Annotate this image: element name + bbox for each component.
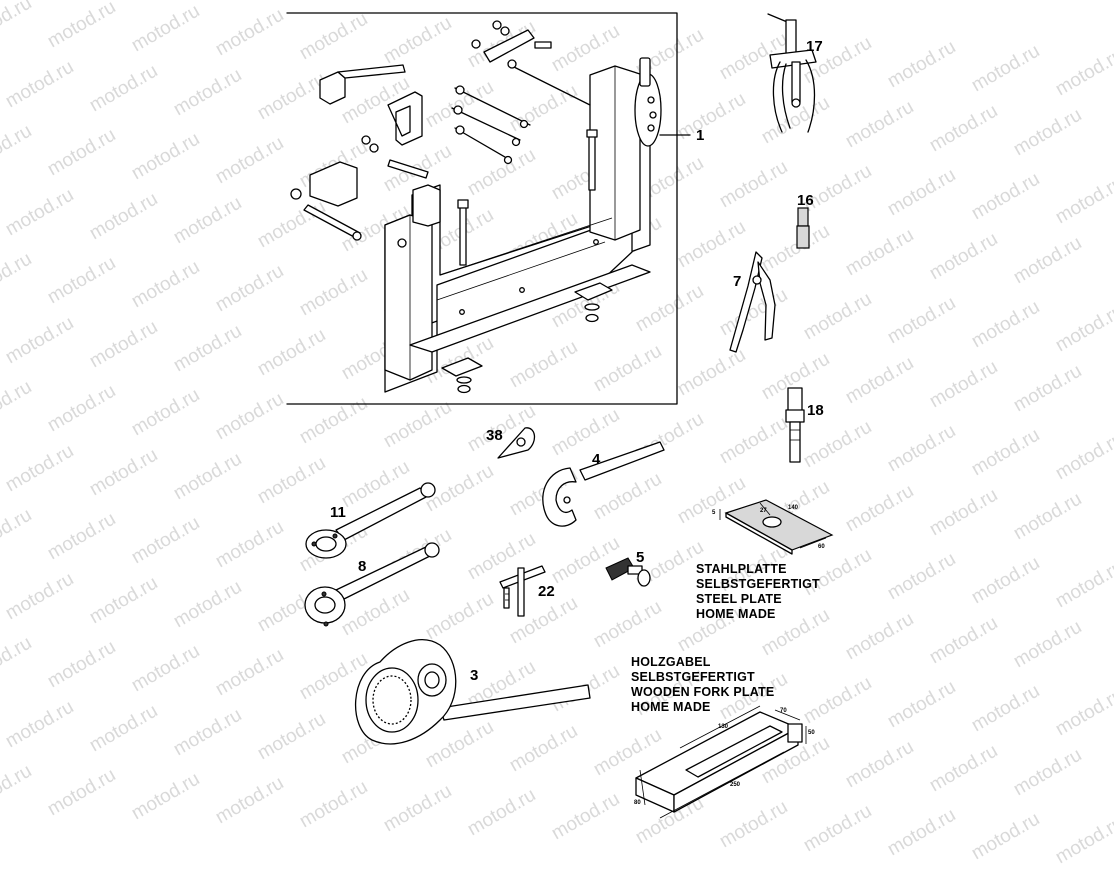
wooden-fork-note-line4: HOME MADE — [631, 700, 711, 714]
wooden-fork-note: HOLZGABEL SELBSTGEFERTIGT WOODEN FORK PL… — [631, 655, 774, 715]
diagram-artwork — [286, 12, 834, 819]
callout-16: 16 — [797, 192, 814, 209]
callout-11: 11 — [330, 504, 346, 521]
part-3-clutch-holder — [354, 639, 591, 745]
part-1-engine-stand — [286, 12, 691, 405]
part-22-gauge — [499, 565, 546, 617]
part-5-adapter — [605, 557, 651, 587]
wooden-fork-dim-side: 70 — [780, 708, 787, 714]
part-11-holding-tool — [305, 482, 436, 559]
part-18-extractor — [785, 387, 805, 463]
wooden-fork-dim-height: 50 — [808, 730, 815, 736]
part-17-puller — [767, 13, 817, 133]
wooden-fork-note-line1: HOLZGABEL — [631, 655, 711, 669]
steel-plate-dim-length: 140 — [788, 505, 799, 511]
callout-8: 8 — [358, 558, 367, 575]
callout-4: 4 — [592, 451, 601, 468]
callout-18: 18 — [807, 402, 824, 419]
steel-plate-note: STAHLPLATTE SELBSTGEFERTIGT STEEL PLATE … — [696, 562, 820, 622]
part-38-hook-wrench — [497, 427, 536, 459]
steel-plate-dim-thickness: 5 — [712, 510, 716, 516]
part-16-thread-tool — [796, 207, 810, 249]
callout-38: 38 — [486, 427, 503, 444]
callout-22: 22 — [538, 583, 555, 600]
part-4-hook-spanner — [542, 441, 665, 527]
callout-5: 5 — [636, 549, 645, 566]
part-8-holding-tool — [304, 542, 440, 627]
part-1-bracket-box — [286, 12, 678, 405]
steel-plate-note-line1: STAHLPLATTE — [696, 562, 787, 576]
wooden-fork-dim-length: 250 — [730, 782, 741, 788]
callout-17: 17 — [806, 38, 823, 55]
steel-plate-note-line3: STEEL PLATE — [696, 592, 782, 606]
wooden-fork-dim-width: 80 — [634, 800, 641, 806]
wooden-fork-note-line2: SELBSTGEFERTIGT — [631, 670, 755, 684]
wooden-fork-dim-slot-length: 130 — [718, 724, 729, 730]
callout-1: 1 — [696, 127, 705, 144]
steel-plate-dim-width: 60 — [818, 544, 825, 550]
callout-3: 3 — [470, 667, 479, 684]
steel-plate-note-line4: HOME MADE — [696, 607, 776, 621]
steel-plate-note-line2: SELBSTGEFERTIGT — [696, 577, 820, 591]
part-7-pliers — [729, 251, 776, 353]
callout-7: 7 — [733, 273, 742, 290]
steel-plate-dim-hole: 27 — [760, 508, 767, 514]
wooden-fork-note-line3: WOODEN FORK PLATE — [631, 685, 775, 699]
wooden-fork-drawing — [635, 705, 807, 819]
steel-plate-drawing — [719, 499, 834, 555]
